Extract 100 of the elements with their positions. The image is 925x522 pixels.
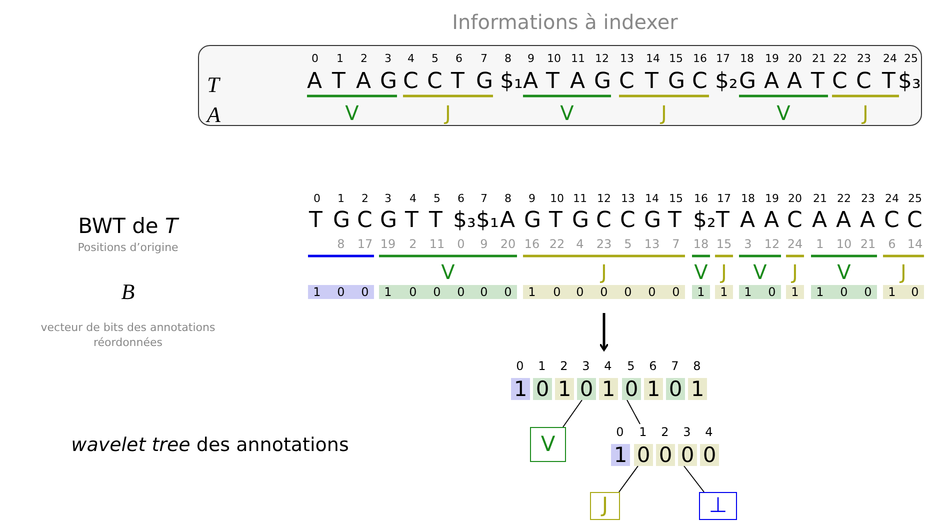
sequence-letter: A (523, 71, 538, 93)
sequence-letter: $₃ (898, 71, 921, 93)
index-number: 5 (432, 53, 438, 64)
sequence-letter: C (620, 210, 636, 232)
bit-cell: 0 (678, 444, 697, 466)
sequence-letter: T (811, 71, 824, 93)
sequence-letter: C (403, 71, 418, 93)
sequence-letter: C (692, 71, 708, 93)
tree-heading: wavelet tree des annotations (71, 436, 349, 455)
bit-cell: 0 (577, 378, 596, 400)
sequence-letter: T (332, 71, 346, 93)
sequence-letter: A (812, 210, 828, 232)
index-number: 13 (621, 193, 635, 204)
row-caption: Positions d’origine (78, 242, 178, 253)
index-number: 10 (550, 193, 564, 204)
tree-branch-line (626, 400, 640, 424)
sequence-letter: G (476, 71, 494, 93)
index-number: 17 (716, 53, 730, 64)
bit-value: 1 (720, 286, 728, 298)
bit-value: 0 (911, 286, 919, 298)
index-number: 12 (595, 53, 609, 64)
index-number: 25 (904, 53, 918, 64)
index-number: 16 (694, 193, 708, 204)
sequence-letter: C (357, 210, 372, 232)
bit-value: 0 (433, 286, 441, 298)
bit-cell: 1 (644, 378, 663, 400)
row-heading: B (121, 279, 135, 305)
bit-value: 0 (457, 286, 465, 298)
index-number: 3 (384, 53, 392, 64)
bit-value: 1 (888, 286, 896, 298)
index-number: 25 (908, 193, 922, 204)
position-number: 3 (744, 238, 752, 250)
bit-value: 0 (361, 286, 369, 298)
sequence-letter: T (546, 71, 560, 93)
index-number: 0 (516, 360, 524, 372)
bit-value: 1 (528, 286, 536, 298)
position-number: 9 (480, 238, 488, 250)
index-number: 2 (360, 53, 368, 64)
bit-value: 0 (600, 286, 608, 298)
sequence-letter: T (405, 210, 418, 232)
row-label: A (207, 102, 220, 128)
position-number: 6 (888, 238, 896, 250)
position-number: 2 (409, 238, 417, 250)
position-number: 14 (907, 238, 923, 250)
index-number: 0 (312, 53, 318, 64)
sequence-letter: $₁ (476, 210, 499, 232)
bit-value: 0 (648, 286, 656, 298)
index-number: 22 (837, 193, 851, 204)
sequence-letter: A (860, 210, 876, 232)
bit-value: 1 (384, 286, 392, 298)
index-number: 0 (314, 193, 320, 204)
sequence-letter: $₂ (715, 71, 738, 93)
bit-cell: 1 (599, 378, 618, 400)
annotation-letter: V (694, 262, 708, 282)
index-number: 2 (661, 426, 669, 438)
index-number: 6 (649, 360, 657, 372)
sequence-letter: G (594, 71, 612, 93)
annotation-letter: V (753, 262, 767, 282)
bit-value: 0 (504, 286, 512, 298)
position-number: 18 (693, 238, 709, 250)
position-number: 7 (672, 238, 680, 250)
position-number: 16 (524, 238, 540, 250)
index-number: 9 (528, 193, 536, 204)
sequence-letter: C (856, 71, 872, 93)
index-number: 3 (384, 193, 392, 204)
index-number: 7 (671, 360, 679, 372)
sequence-letter: A (570, 71, 586, 93)
sequence-letter: G (572, 210, 590, 232)
annotation-letter: V (345, 103, 359, 123)
bit-cell: 0 (700, 444, 719, 466)
annotation-leaf: J (590, 492, 620, 520)
bit-cell: 1 (611, 444, 630, 466)
bit-cell: 1 (555, 378, 574, 400)
sequence-letter: A (787, 71, 802, 93)
index-number: 21 (813, 193, 827, 204)
tree-branch-line (684, 466, 704, 492)
sequence-letter: A (500, 210, 516, 232)
index-number: 4 (604, 360, 612, 372)
index-number: 23 (861, 193, 875, 204)
index-number: 22 (833, 53, 847, 64)
annotation-letter: J (862, 103, 868, 123)
index-number: 20 (788, 193, 802, 204)
index-number: 3 (683, 426, 691, 438)
annotation-letter: V (776, 103, 790, 123)
annotation-letter: J (792, 262, 798, 282)
index-number: 4 (705, 426, 713, 438)
bit-value: 1 (816, 286, 824, 298)
index-number: 21 (812, 53, 826, 64)
index-number: 4 (408, 53, 414, 64)
index-number: 12 (597, 193, 611, 204)
row-label: T (207, 72, 220, 98)
tree-branch-line (562, 400, 582, 428)
sequence-letter: G (380, 71, 398, 93)
index-number: 16 (693, 53, 707, 64)
position-number: 8 (337, 238, 345, 250)
sequence-letter: $₁ (500, 71, 523, 93)
index-number: 24 (885, 193, 899, 204)
index-number: 13 (620, 53, 634, 64)
sequence-letter: A (836, 210, 852, 232)
position-number: 5 (624, 238, 632, 250)
